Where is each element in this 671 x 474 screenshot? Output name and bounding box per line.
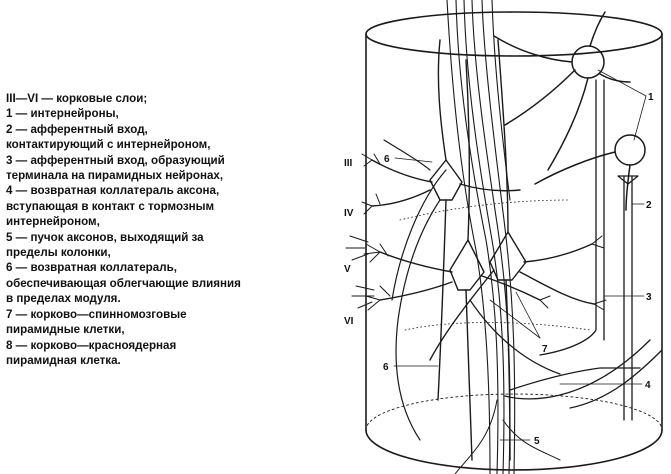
layer-label-iii: III	[344, 158, 353, 169]
legend-line: интернейроном,	[6, 215, 100, 229]
legend-line: в пределах модуля.	[6, 292, 121, 306]
dendrite-tufts	[345, 153, 607, 311]
callout-7: 7	[542, 344, 548, 355]
field-dots	[399, 199, 591, 331]
callout-6-upper: 6	[384, 154, 390, 165]
legend-line: 8 — корково—красноядерная	[6, 338, 177, 352]
afferent-fibers	[504, 79, 663, 421]
legend-line: 4 — возвратная коллатераль аксона,	[6, 184, 220, 198]
callout-6-lower: 6	[383, 362, 389, 373]
legend-line: 7 — корково—спинномозговые	[6, 307, 187, 321]
legend-line: терминала на пирамидных нейронах,	[6, 169, 224, 183]
legend-line: 1 — интернейроны,	[6, 107, 119, 121]
callout-1: 1	[648, 92, 654, 103]
pyramidal-cell-7-right	[429, 39, 595, 461]
interneuron-1-top	[493, 11, 631, 171]
pyramidal-cell-8	[371, 39, 521, 401]
layer-label-iv: IV	[344, 208, 354, 219]
interneuron-1-mid	[534, 134, 646, 211]
legend-line: 5 — пучок аксонов, выходящий за	[6, 230, 204, 244]
legend-line: 6 — возвратная коллатераль,	[6, 261, 177, 275]
legend-line: пирамидные клетки,	[6, 323, 125, 337]
legend-line: контактирующий с интернейроном,	[6, 138, 211, 152]
legend-line: обеспечивающая облегчающие влияния	[6, 276, 241, 290]
legend-line: пирамидная клетка.	[6, 353, 121, 367]
legend-line: пределы колонки,	[6, 246, 111, 260]
legend-line: 3 — афферентный вход, образующий	[6, 153, 225, 167]
callout-leaders	[393, 69, 647, 441]
callout-2: 2	[646, 200, 652, 211]
recurrent-collaterals	[383, 139, 641, 441]
efferent-fibers	[454, 399, 561, 474]
legend-line: вступающая в контакт с тормозным	[6, 199, 215, 213]
callout-3: 3	[646, 292, 652, 303]
layer-label-v: V	[344, 264, 351, 275]
pyramidal-cell-7-left	[379, 59, 541, 461]
layer-label-vi: VI	[344, 316, 354, 327]
column-cylinder	[365, 11, 663, 471]
callout-4: 4	[645, 380, 651, 391]
legend-line: III—VI — корковые слои;	[6, 92, 148, 105]
legend-line: 2 — афферентный вход,	[6, 122, 148, 136]
legend: III—VI — корковые слои; 1 — интернейроны,…	[6, 91, 336, 368]
callout-5: 5	[534, 436, 540, 447]
